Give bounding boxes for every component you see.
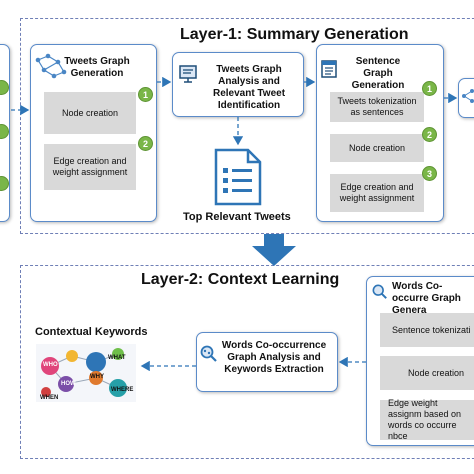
tweets-graph-badge-2: 2 xyxy=(138,136,153,151)
cooc-generation-step-3: Edge weight assignm based on words co oc… xyxy=(380,398,474,441)
sentence-graph-step-1: Tweets tokenization as sentences xyxy=(330,92,424,122)
network-graph-icon xyxy=(462,89,474,103)
tweets-graph-step-2: Edge creation and weight assignment xyxy=(44,144,136,190)
cooc-generation-step-2: Node creation xyxy=(380,356,474,390)
question-words-image xyxy=(36,344,136,402)
document-list-icon xyxy=(214,148,262,206)
keyword-what: WHAT xyxy=(108,355,126,361)
magnifier-graph-icon xyxy=(200,345,217,362)
presentation-icon xyxy=(179,65,197,83)
sentence-graph-step-2: Node creation xyxy=(330,134,424,162)
sentence-graph-title: Sentence Graph Generation xyxy=(351,56,405,91)
tweets-graph-title: Tweets Graph Generation xyxy=(64,56,130,79)
cooc-analysis-box xyxy=(196,332,338,392)
sentence-graph-step-3: Edge creation and weight assignment xyxy=(330,174,424,212)
tweets-analysis-box xyxy=(172,52,304,117)
tweets-graph-step-1: Node creation xyxy=(44,92,136,134)
sentence-graph-badge-1: 1 xyxy=(422,81,437,96)
layer-1-frame xyxy=(20,18,474,234)
tweets-analysis-title: Tweets Graph Analysis and Relevant Tweet… xyxy=(212,64,286,111)
layer-1-title: Layer-1: Summary Generation xyxy=(180,26,409,43)
document-icon xyxy=(321,60,337,78)
layer-transition-arrow xyxy=(252,234,296,266)
layer-2-title: Layer-2: Context Learning xyxy=(141,271,340,288)
cooc-analysis-title: Words Co-occurrence Graph Analysis and K… xyxy=(221,340,327,375)
layer-2-frame xyxy=(20,265,474,459)
top-relevant-tweets-label: Top Relevant Tweets xyxy=(183,211,291,223)
summary-box-partial xyxy=(458,78,474,118)
tweets-graph-badge-1: 1 xyxy=(138,87,153,102)
contextual-keywords-label: Contextual Keywords xyxy=(35,326,148,338)
keyword-when: WHEN xyxy=(40,395,59,401)
cooc-generation-step-1: Sentence tokenizati xyxy=(380,313,474,347)
keyword-who: WHO xyxy=(43,362,58,368)
keyword-where: WHERE xyxy=(111,387,134,393)
keyword-why: WHY xyxy=(90,374,104,380)
sentence-graph-badge-3: 3 xyxy=(422,166,437,181)
magnifier-graph-icon xyxy=(372,284,387,299)
sentence-graph-badge-2: 2 xyxy=(422,127,437,142)
keyword-how: HOW xyxy=(61,381,76,387)
cooc-generation-title: Words Co-occurre Graph Genera xyxy=(392,281,461,316)
network-graph-icon xyxy=(35,53,67,79)
